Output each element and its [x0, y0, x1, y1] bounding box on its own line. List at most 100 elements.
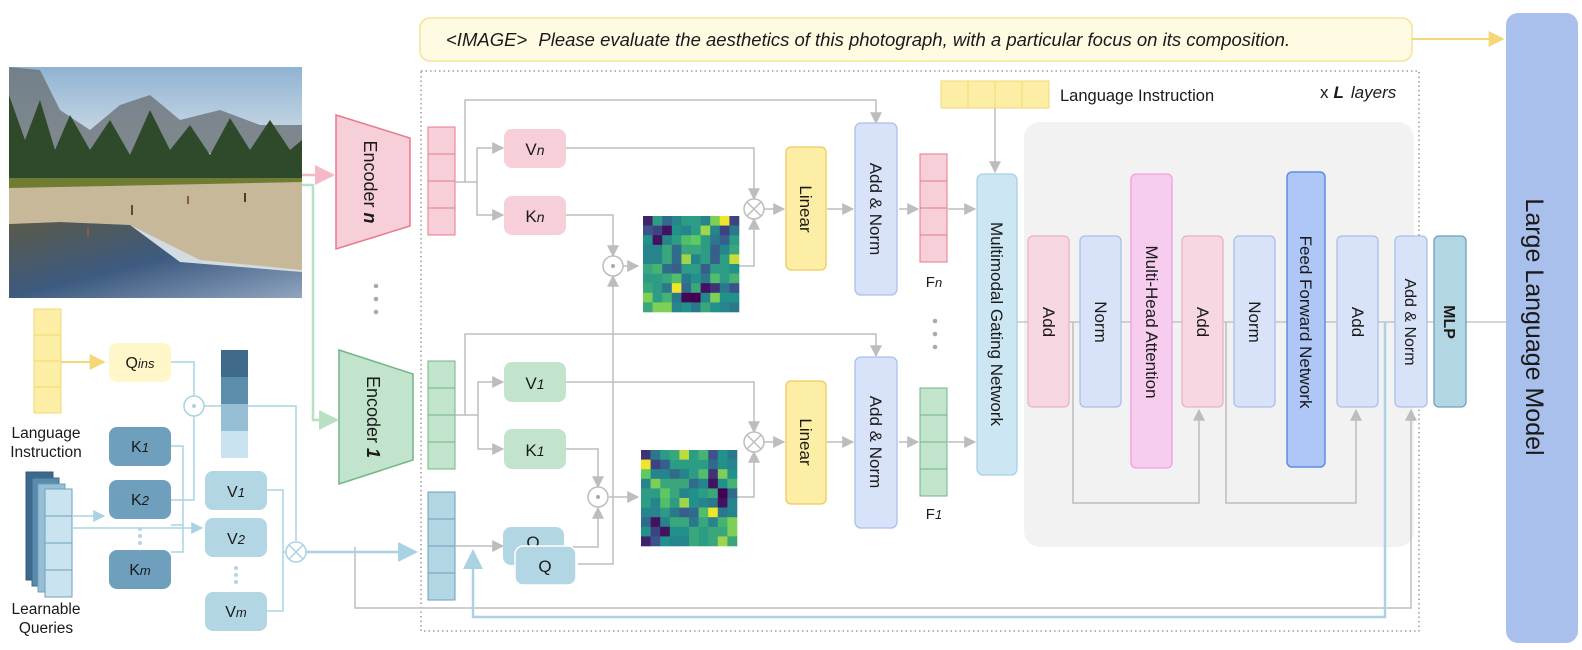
- heatmap-cell: [652, 254, 663, 265]
- add-norm-box-n: Add & Norm: [854, 122, 898, 296]
- heatmap-cell: [710, 292, 721, 303]
- heatmap-cell: [710, 254, 721, 265]
- attention-weights-column: [221, 350, 248, 458]
- image-token: <IMAGE>: [446, 29, 527, 50]
- heatmap-cell: [681, 292, 692, 303]
- heatmap-cell: [643, 254, 653, 265]
- feed-forward-network-block: Feed Forward Network: [1286, 171, 1326, 468]
- heatmap-cell: [689, 498, 699, 508]
- heatmap-cell: [641, 450, 651, 460]
- heatmap-cell: [710, 264, 721, 274]
- heatmap-cell: [710, 225, 721, 236]
- heatmap-cell: [708, 498, 719, 508]
- add-norm-box-1: Add & Norm: [854, 356, 898, 529]
- heatmap-cell: [708, 517, 719, 528]
- heatmap-cell: [652, 273, 663, 284]
- heatmap-cell: [641, 459, 651, 470]
- heatmap-cell: [717, 517, 728, 528]
- heatmap-cell: [679, 459, 690, 470]
- heatmap-cell: [727, 450, 738, 460]
- feature-1-tokens: [919, 387, 948, 497]
- svg-text:Add: Add: [1039, 307, 1058, 337]
- learnable-queries-label: Learnable: [12, 601, 81, 618]
- svg-text:K1: K1: [525, 441, 544, 460]
- heatmap-cell: [700, 273, 711, 284]
- heatmap-cell: [650, 459, 661, 470]
- encoder-1: Encoder1: [338, 348, 414, 486]
- svg-text:V1: V1: [227, 484, 245, 501]
- heatmap-cell: [660, 526, 671, 537]
- key-m-left: Km: [109, 550, 171, 589]
- heatmap-cell: [681, 273, 692, 284]
- heatmap-cell: [700, 254, 711, 265]
- svg-text:V2: V2: [227, 531, 246, 548]
- heatmap-cell: [671, 244, 682, 255]
- svg-text:Queries: Queries: [19, 620, 74, 637]
- heatmap-cell: [662, 302, 673, 313]
- heatmap-cell: [729, 264, 740, 274]
- heatmap-cell: [710, 283, 721, 294]
- heatmap-cell: [717, 478, 728, 489]
- attention-heatmap-1: [641, 450, 738, 547]
- svg-text:K1: K1: [131, 439, 149, 456]
- heatmap-cell: [727, 517, 738, 528]
- heatmap-cell: [717, 498, 728, 508]
- heatmap-cell: [727, 526, 738, 537]
- svg-text:Norm: Norm: [1091, 301, 1110, 343]
- encoder-1-label: Encoder1: [363, 376, 383, 458]
- heatmap-cell: [669, 536, 680, 547]
- encoder-n: Encodern: [335, 113, 411, 251]
- heatmap-cell: [700, 216, 711, 226]
- heatmap-cell: [662, 225, 673, 236]
- heatmap-cell: [641, 488, 651, 499]
- heatmap-cell: [729, 254, 740, 265]
- value-dots: [234, 566, 238, 584]
- heatmap-cell: [700, 283, 711, 294]
- heatmap-cell: [681, 216, 692, 226]
- heatmap-cell: [729, 235, 740, 246]
- heatmap-cell: [679, 526, 690, 537]
- heatmap-cell: [669, 526, 680, 537]
- branch-n-connectors: [455, 99, 977, 272]
- heatmap-cell: [671, 254, 682, 265]
- heatmap-cell: [708, 478, 719, 489]
- multimodal-gating-network: Multimodal Gating Network: [976, 173, 1018, 476]
- heatmap-cell: [660, 517, 671, 528]
- value-2-left: V2: [205, 518, 267, 557]
- heatmap-cell: [719, 244, 730, 255]
- encoder-n-label: Encodern: [360, 140, 380, 223]
- svg-text:Q: Q: [538, 557, 551, 576]
- svg-text:Vm: Vm: [225, 604, 247, 621]
- heatmap-cell: [727, 488, 738, 499]
- heatmap-cell: [729, 302, 740, 313]
- heatmap-cell: [727, 507, 738, 518]
- heatmap-cell: [662, 292, 673, 303]
- heatmap-cell: [708, 507, 719, 518]
- key-1-box: K1: [504, 429, 566, 469]
- heatmap-cell: [660, 536, 671, 547]
- heatmap-cell: [700, 302, 711, 313]
- heatmap-cell: [727, 536, 738, 547]
- prompt-text: <IMAGE> Please evaluate the aesthetics o…: [446, 29, 1290, 50]
- heatmap-cell: [691, 216, 701, 226]
- svg-text:Add: Add: [1348, 307, 1367, 337]
- heatmap-cell: [669, 498, 680, 508]
- learnable-queries-stack: [25, 471, 73, 598]
- svg-text:Large Language Model: Large Language Model: [1520, 198, 1548, 455]
- heatmap-cell: [671, 302, 682, 313]
- heatmap-cell: [660, 507, 671, 518]
- svg-text:Norm: Norm: [1245, 301, 1264, 343]
- heatmap-cell: [650, 526, 661, 537]
- key-1-left: K1: [109, 427, 171, 466]
- heatmap-cell: [689, 459, 699, 470]
- heatmap-cell: [679, 517, 690, 528]
- heatmap-cell: [717, 507, 728, 518]
- heatmap-cell: [689, 526, 699, 537]
- svg-text:Linear: Linear: [796, 418, 815, 466]
- norm-block-1: Norm: [1079, 235, 1122, 408]
- heatmap-cell: [700, 235, 711, 246]
- heatmap-cell: [679, 536, 690, 547]
- heatmap-cell: [643, 283, 653, 294]
